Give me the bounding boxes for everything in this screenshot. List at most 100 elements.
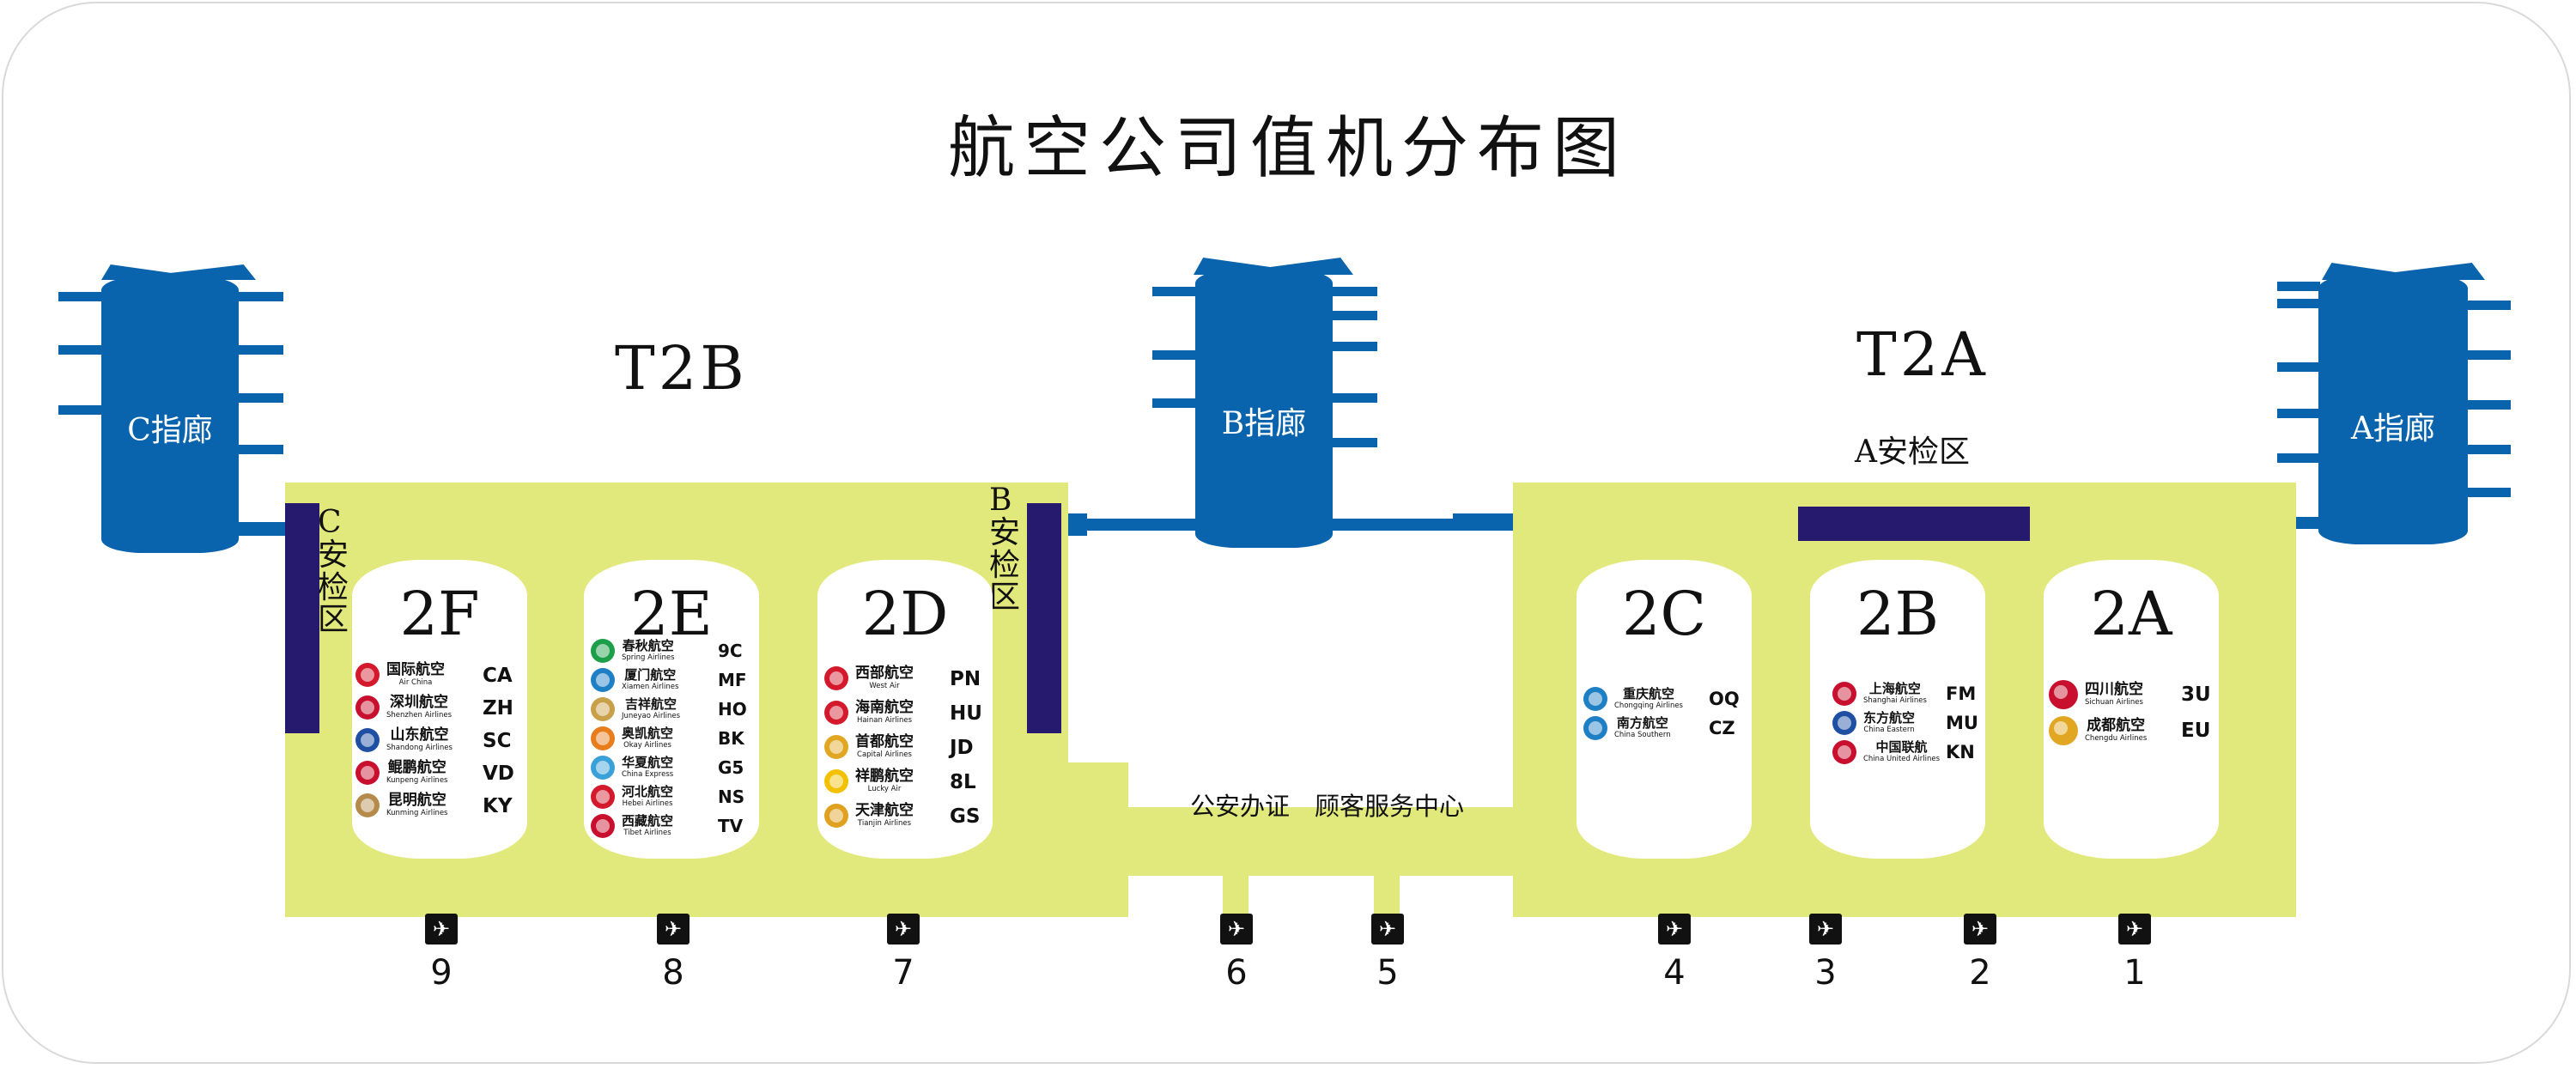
- gate-number: 9: [430, 953, 453, 993]
- a-pier-left-3: [2277, 362, 2320, 372]
- airline-code-fm: FM: [1946, 683, 1977, 704]
- airline-code-g5: G5: [718, 757, 744, 778]
- airline-code-sc: SC: [483, 730, 512, 752]
- departure-plane-icon: ✈: [1220, 914, 1253, 944]
- b-concourse-label: B指廊: [1221, 406, 1307, 441]
- island-2C-title: 2C: [1621, 579, 1707, 649]
- gate-1[interactable]: ✈ 1: [2100, 914, 2169, 993]
- c-pier-right-2: [237, 345, 283, 355]
- a-security-bar: [1798, 507, 2030, 541]
- departure-plane-icon: ✈: [1964, 914, 1996, 944]
- a-pier-left-4: [2277, 409, 2320, 418]
- airline-code-ho: HO: [718, 699, 747, 720]
- airline-code-hu: HU: [950, 702, 982, 725]
- tianjin-airlines-logo-icon: [824, 804, 848, 828]
- airline-code-ns: NS: [718, 787, 745, 807]
- tibet-airlines-logo-icon: [591, 814, 615, 838]
- china-express-logo-icon: [591, 756, 615, 780]
- airline-code-ca: CA: [483, 665, 513, 687]
- island-2A-title: 2A: [2090, 579, 2172, 649]
- gate-7[interactable]: ✈ 7: [869, 914, 938, 993]
- departure-plane-icon: ✈: [887, 914, 920, 944]
- c-concourse-label: C指廊: [127, 413, 213, 448]
- shanghai-airlines-logo-icon: [1832, 682, 1856, 706]
- airline-code-kn: KN: [1946, 742, 1975, 762]
- b-connector-stub-right: [1453, 513, 1513, 529]
- a-pier-left-2: [2277, 299, 2320, 308]
- a-pier-right-4: [2466, 445, 2511, 454]
- gate-9[interactable]: ✈ 9: [407, 914, 476, 993]
- gate-8[interactable]: ✈ 8: [639, 914, 708, 993]
- xiamen-airlines-logo-icon: [591, 668, 615, 692]
- c-security-bar: [285, 503, 319, 733]
- gate-number: 6: [1225, 953, 1248, 993]
- b-pier-right-4: [1331, 393, 1377, 403]
- island-2E-title: 2E: [630, 579, 713, 649]
- airline-code-vd: VD: [483, 762, 514, 785]
- spring-airlines-logo-icon: [591, 639, 615, 663]
- map-title: 航空公司值机分布图: [947, 110, 1628, 187]
- c-concourse[interactable]: C指廊: [101, 276, 239, 553]
- b-pier-left-3: [1152, 398, 1197, 408]
- gate-2[interactable]: ✈ 2: [1946, 914, 2014, 993]
- airline-code-eu: EU: [2181, 720, 2211, 742]
- airline-code-3u: 3U: [2181, 683, 2211, 706]
- a-pier-right-3: [2466, 400, 2511, 410]
- connector-corridor-mid: [1128, 807, 1513, 876]
- c-pier-right-1: [237, 292, 283, 301]
- departure-plane-icon: ✈: [657, 914, 690, 944]
- connector-corridor: [1068, 762, 1128, 917]
- hebei-airlines-logo-icon: [591, 785, 615, 809]
- airline-code-ky: KY: [483, 795, 513, 817]
- gate-number: 7: [892, 953, 914, 993]
- gate-5[interactable]: ✈ 5: [1353, 914, 1422, 993]
- airline-code-tv: TV: [718, 816, 744, 836]
- b-pier-left-1: [1152, 287, 1197, 296]
- island-2D-title: 2D: [861, 579, 949, 649]
- lucky-air-logo-icon: [824, 769, 848, 793]
- airline-code-gs: GS: [950, 805, 981, 828]
- airline-code-mf: MF: [718, 670, 747, 690]
- gate-6-stub: [1223, 876, 1249, 914]
- juneyao-airlines-logo-icon: [591, 697, 615, 721]
- air-china-logo-icon: [355, 663, 380, 687]
- airline-code-zh: ZH: [483, 697, 513, 720]
- chengdu-airlines-logo-icon: [2049, 716, 2078, 745]
- kunpeng-airlines-logo-icon: [355, 761, 380, 785]
- b-pier-right-1: [1331, 287, 1377, 296]
- b-security-bar: [1027, 503, 1061, 733]
- b-concourse[interactable]: B指廊: [1195, 270, 1333, 548]
- kunming-airlines-logo-icon: [355, 793, 380, 817]
- a-pier-right-2: [2466, 350, 2511, 360]
- gate-4[interactable]: ✈ 4: [1640, 914, 1709, 993]
- a-concourse[interactable]: A指廊: [2318, 275, 2468, 544]
- gate-6[interactable]: ✈ 6: [1202, 914, 1271, 993]
- capital-airlines-logo-icon: [824, 735, 848, 759]
- departure-plane-icon: ✈: [1371, 914, 1404, 944]
- a-concourse-label: A指廊: [2351, 411, 2435, 446]
- departure-plane-icon: ✈: [1658, 914, 1691, 944]
- china-eastern-logo-icon: [1832, 711, 1856, 735]
- terminal-t2a-label: T2A: [1856, 319, 1989, 390]
- b-pier-right-3: [1331, 342, 1377, 351]
- airline-code-9c: 9C: [718, 641, 743, 661]
- gate-3[interactable]: ✈ 3: [1791, 914, 1860, 993]
- a-connector: [2296, 517, 2322, 529]
- c-connector: [237, 522, 287, 536]
